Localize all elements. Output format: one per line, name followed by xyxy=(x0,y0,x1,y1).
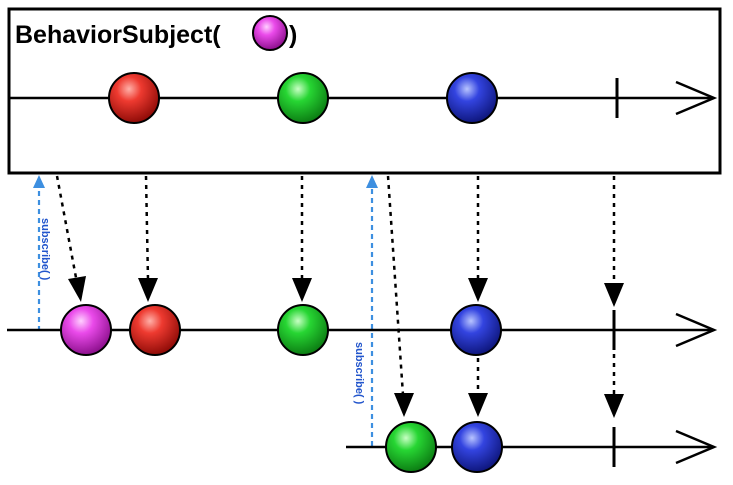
subscriber-2-arrowhead xyxy=(675,429,718,465)
subscriber-1-marble-blue xyxy=(450,304,502,356)
title-prefix: BehaviorSubject( xyxy=(15,21,221,49)
subscriber-1-marble-pink xyxy=(60,304,112,356)
emission-arrows-subscriber-1 xyxy=(55,175,624,307)
source-timeline xyxy=(9,72,718,124)
subscriber-2-timeline xyxy=(346,421,718,473)
title-initial-marble xyxy=(252,15,288,51)
subscriber-2-marble-green xyxy=(385,421,437,473)
source-marble-red xyxy=(108,72,160,124)
subscribe-label-1: subscribe( ) xyxy=(39,218,51,281)
subscriber-1-arrowhead xyxy=(675,312,718,348)
emission-arrows-subscriber-2 xyxy=(386,175,624,418)
subscriber-1-timeline xyxy=(7,304,718,356)
subscriber-1-marble-red xyxy=(129,304,181,356)
subscriber-1-marble-green xyxy=(277,304,329,356)
subscribe-label-2: subscribe( ) xyxy=(353,342,365,405)
source-timeline-arrowhead xyxy=(675,80,718,116)
source-marble-blue xyxy=(446,72,498,124)
source-marble-green xyxy=(277,72,329,124)
subscribe-arrow-2 xyxy=(366,175,378,446)
subscribe-arrow-1 xyxy=(33,175,45,331)
title-suffix: ) xyxy=(289,21,297,49)
subscriber-2-marble-blue xyxy=(451,421,503,473)
